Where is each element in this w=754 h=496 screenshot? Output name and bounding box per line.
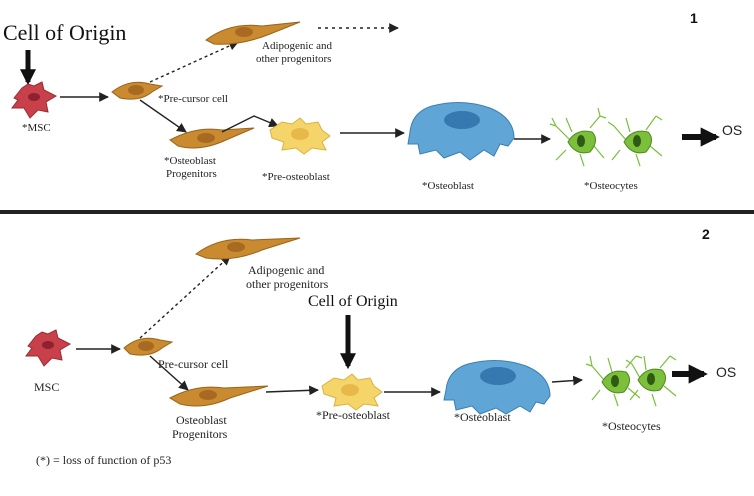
p1-osteoblast-cell xyxy=(407,102,515,161)
p1-cell-of-origin-label: Cell of Origin xyxy=(3,20,127,45)
p1-arrow-precursor-adipogenic xyxy=(149,41,239,83)
p2-adipogenic-label-1: Adipogenic and xyxy=(248,263,325,277)
p2-preosteoblast-cell xyxy=(321,373,383,411)
p2-msc-cell xyxy=(25,329,72,367)
p2-adipogenic-label-2: other progenitors xyxy=(246,277,329,291)
footnote: (*) = loss of function of p53 xyxy=(36,453,172,467)
p2-adipogenic-cell xyxy=(194,237,301,260)
p1-progenitor-label-1: *Osteoblast xyxy=(164,155,216,167)
p1-precursor-cell xyxy=(111,81,164,100)
p2-progenitor-label-1: Osteoblast xyxy=(176,413,227,427)
p2-cell-of-origin-label: Cell of Origin xyxy=(308,293,398,310)
p1-progenitor-label-2: Progenitors xyxy=(166,168,217,180)
p2-osteoblast-label: *Osteoblast xyxy=(454,410,511,424)
p2-arrow-osteoblast-osteocytes xyxy=(551,375,583,386)
p2-progenitor-label-2: Progenitors xyxy=(172,427,228,441)
p2-precursor-cell xyxy=(123,337,174,356)
p1-os-label: OS xyxy=(722,122,743,138)
p2-panel-number: 2 xyxy=(702,226,710,242)
p1-msc-label: *MSC xyxy=(22,122,51,134)
p2-os-label: OS xyxy=(716,364,737,380)
p1-adipogenic-label-2: other progenitors xyxy=(256,53,332,65)
p1-adipogenic-cell xyxy=(205,21,301,45)
p2-osteoblast-cell xyxy=(443,360,551,415)
p1-msc-cell xyxy=(11,81,58,119)
p1-osteoblast-label: *Osteoblast xyxy=(422,180,474,192)
p2-arrow-progenitor-preosteoblast xyxy=(265,385,319,396)
p2-precursor-label: Pre-cursor cell xyxy=(158,357,229,371)
p1-preosteoblast-label: *Pre-osteoblast xyxy=(262,171,330,183)
p2-preosteoblast-label: *Pre-osteoblast xyxy=(316,408,390,422)
p2-msc-label: MSC xyxy=(34,380,60,394)
p1-progenitor-cell xyxy=(169,127,255,149)
p1-arrow-precursor-progenitor xyxy=(139,99,187,133)
p2-arrow-precursor-adipogenic xyxy=(139,255,231,339)
p2-arrow-precursor-progenitor xyxy=(149,355,189,391)
p1-osteocyte-bodies xyxy=(567,130,652,154)
p1-preosteoblast-cell xyxy=(269,117,331,155)
p2-osteocyte-bodies xyxy=(601,368,666,394)
p2-osteocyte-processes xyxy=(585,355,677,407)
p1-osteocyte-cells xyxy=(549,107,663,167)
p2-progenitor-cell xyxy=(168,385,269,407)
p1-panel-number: 1 xyxy=(690,10,698,26)
panel-divider xyxy=(0,210,754,214)
p1-osteocytes-label: *Osteocytes xyxy=(584,180,638,192)
p1-adipogenic-label-1: Adipogenic and xyxy=(262,40,332,52)
p1-arrow-progenitor-preosteoblast xyxy=(221,115,279,133)
p2-osteocytes-label: *Osteocytes xyxy=(602,419,661,433)
p1-precursor-label: *Pre-cursor cell xyxy=(158,93,228,105)
